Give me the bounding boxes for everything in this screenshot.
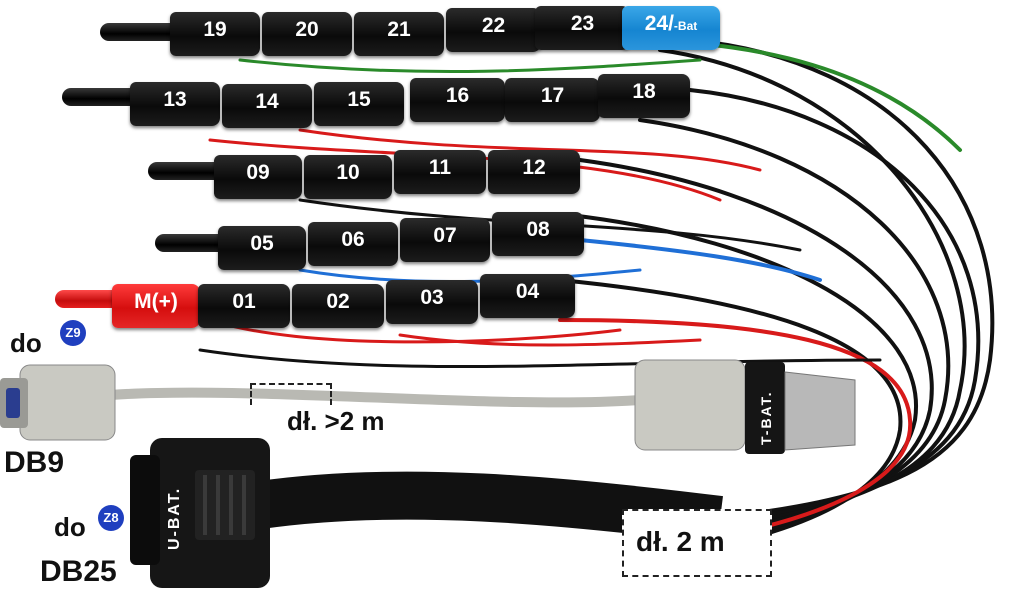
plug-number: 16	[445, 84, 470, 107]
plug-02: 02	[292, 284, 384, 328]
ubat-label: U-BAT.	[166, 486, 183, 550]
plug-20: 20	[262, 12, 352, 56]
plug-04: 04	[480, 274, 575, 318]
plug-number: M(+)	[134, 290, 178, 313]
db9-badge: Z9	[60, 320, 86, 346]
plug-13: 13	[130, 82, 220, 126]
plug-number: 11	[428, 156, 452, 179]
plug-12: 12	[488, 150, 580, 194]
plug-number: 14	[255, 90, 279, 113]
plug-22: 22	[446, 8, 541, 52]
plug-14: 14	[222, 84, 312, 128]
plug-number: 09	[246, 161, 270, 184]
db9-name: DB9	[4, 446, 65, 479]
plug-number: 12	[522, 156, 546, 179]
plug-17: 17	[505, 78, 600, 122]
plug-number: 15	[347, 88, 371, 111]
plug-number: 06	[341, 228, 365, 251]
plug-number: 07	[433, 224, 457, 247]
plug-number: 10	[336, 161, 360, 184]
plug-pin	[148, 162, 228, 180]
plug-18: 18	[598, 74, 690, 118]
plug-05: 05	[218, 226, 306, 270]
plug-pin	[100, 23, 180, 41]
plug-m-plus: M(+)	[112, 284, 200, 328]
plug-01: 01	[198, 284, 290, 328]
plug-08: 08	[492, 212, 584, 256]
plug-16: 16	[410, 78, 505, 122]
db25-badge: Z8	[98, 505, 124, 531]
plug-23: 23	[535, 6, 630, 50]
plug-09: 09	[214, 155, 302, 199]
plug-21: 21	[354, 12, 444, 56]
black-cable-length-box	[622, 509, 772, 577]
plug-19: 19	[170, 12, 260, 56]
plug-number: 23	[570, 12, 595, 35]
plug-number: 02	[326, 290, 350, 313]
plug-number: 18	[632, 80, 656, 103]
db25-name: DB25	[40, 555, 117, 588]
plug-number: 01	[232, 290, 256, 313]
plug-number: 03	[420, 286, 444, 309]
plug-number: 04	[515, 280, 540, 303]
gray-cable-break	[250, 383, 332, 405]
plug-24-neg-bat: 24/-Bat	[622, 6, 720, 50]
plug-pin	[62, 88, 142, 106]
db25-prefix: do	[54, 512, 86, 542]
db9-prefix: do	[10, 328, 42, 358]
plug-11: 11	[394, 150, 486, 194]
plug-number: 21	[387, 18, 411, 41]
plug-07: 07	[400, 218, 490, 262]
plug-pin	[155, 234, 230, 252]
plug-number: 22	[481, 14, 506, 37]
plug-number: 24/	[644, 12, 674, 35]
plug-number: 13	[163, 88, 187, 111]
plug-number: 20	[295, 18, 319, 41]
plug-number: 19	[203, 18, 227, 41]
plug-15: 15	[314, 82, 404, 126]
plug-number: 17	[540, 84, 565, 107]
black-cable-length: dł. 2 m	[636, 526, 725, 557]
plug-sub-label: -Bat	[673, 19, 698, 33]
plug-number: 05	[250, 232, 274, 255]
plug-10: 10	[304, 155, 392, 199]
plug-03: 03	[386, 280, 478, 324]
gray-cable-length: dł. >2 m	[287, 406, 385, 436]
tbat-label: T-BAT.	[758, 390, 774, 445]
plug-number: 08	[526, 218, 550, 241]
plug-06: 06	[308, 222, 398, 266]
